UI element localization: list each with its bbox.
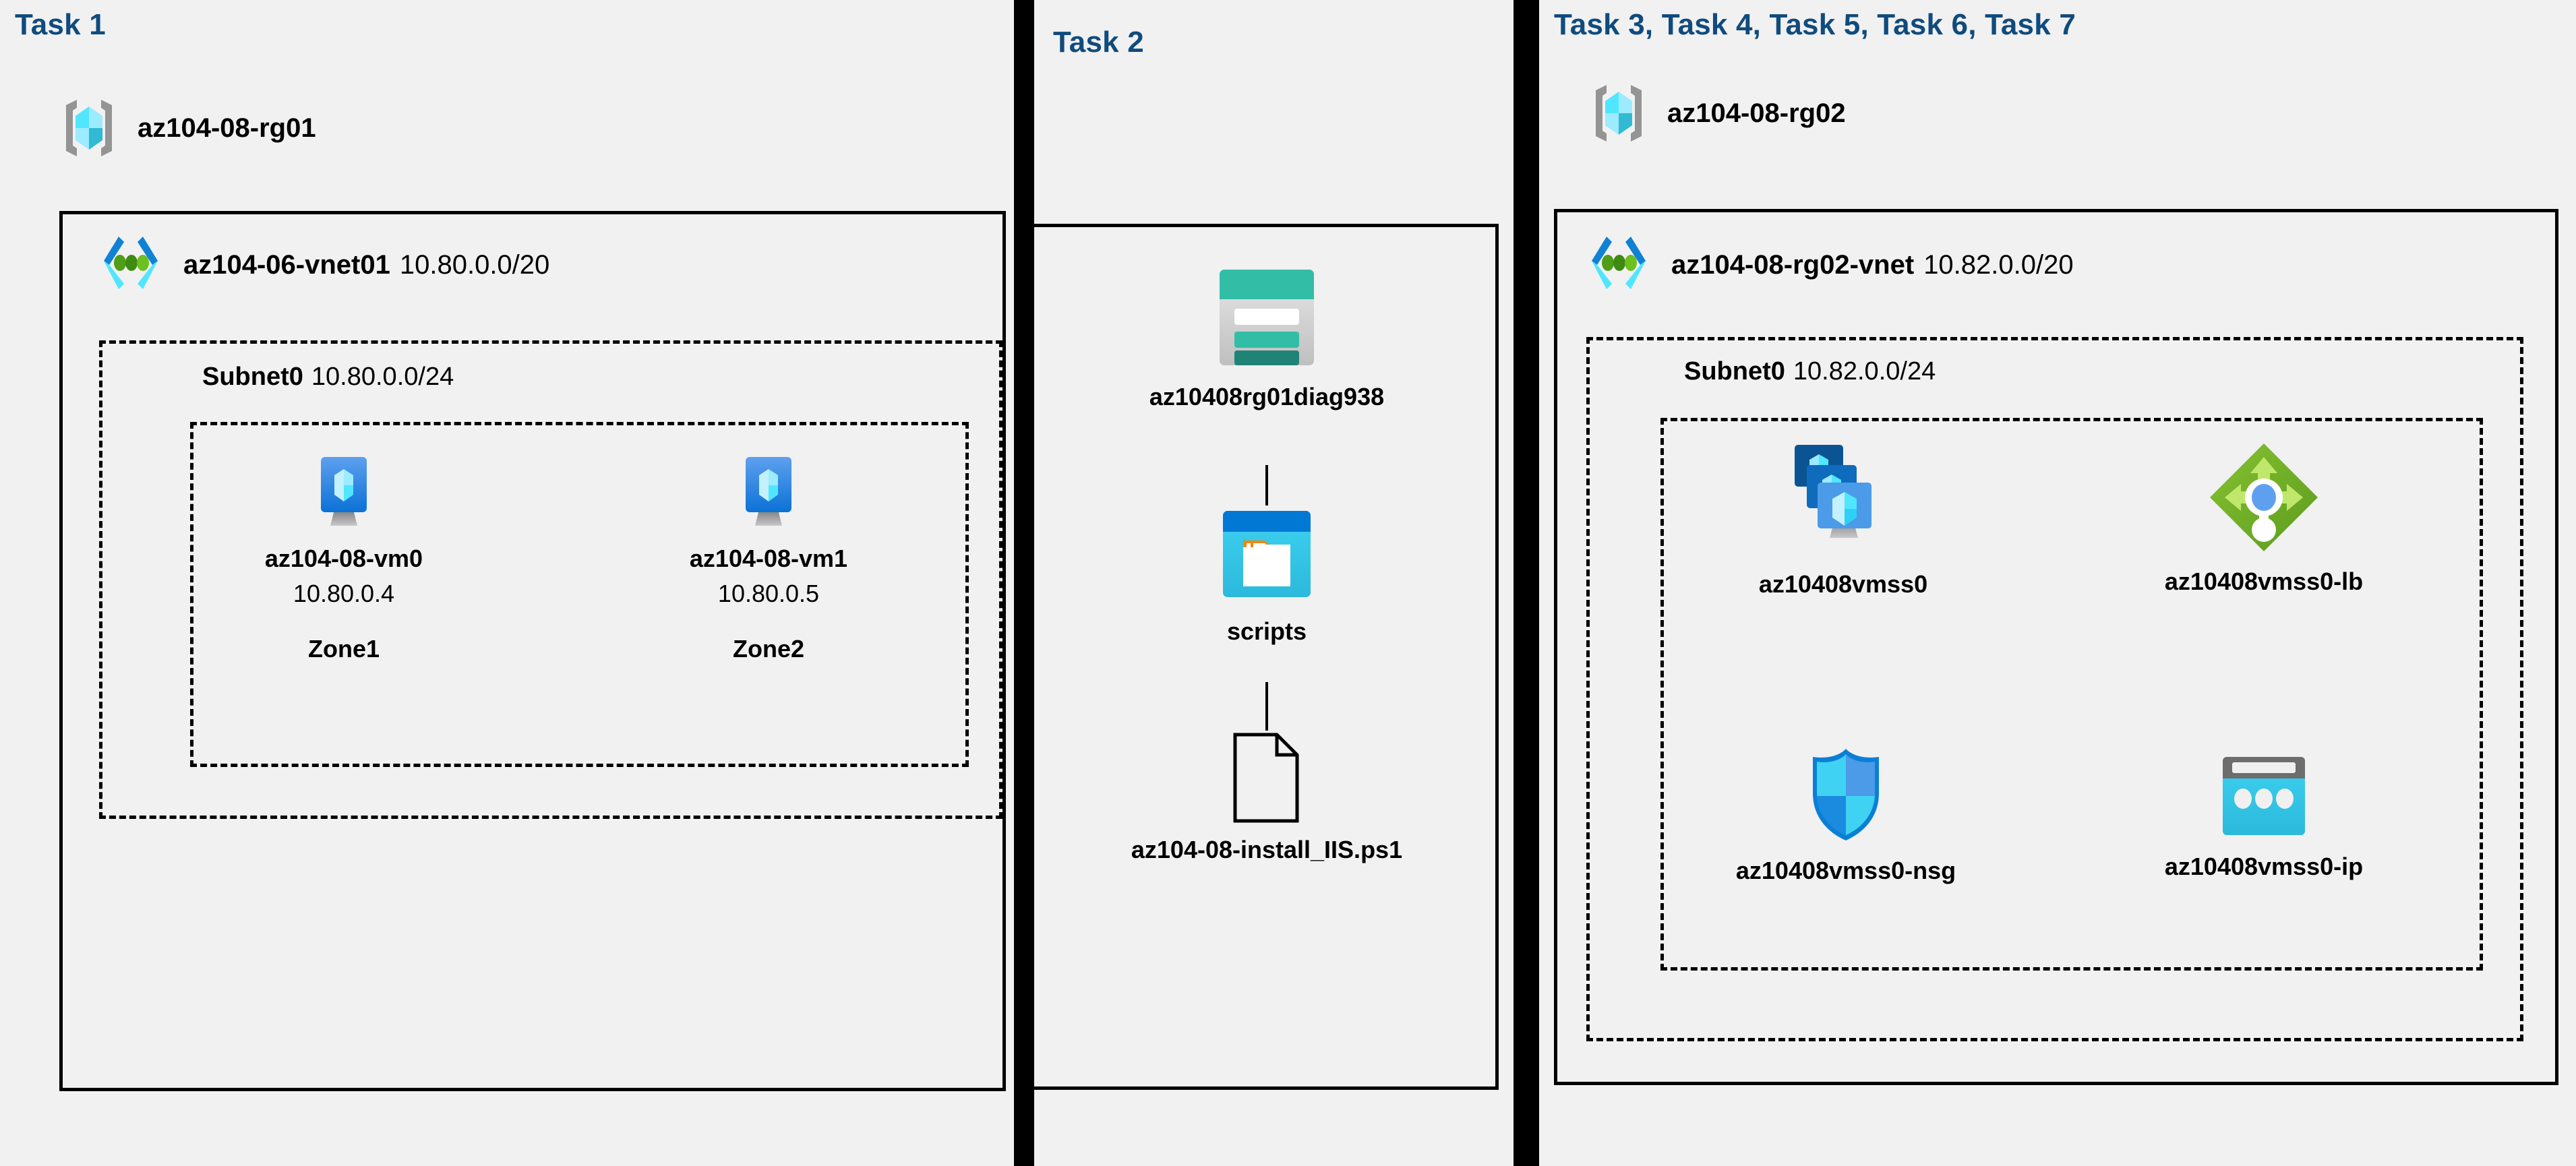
- vnet-header-task1: az104-06-vnet01 10.80.0.0/20: [94, 233, 549, 297]
- load-balancer-icon: [2205, 438, 2323, 557]
- subnet-label-task3: Subnet0 10.82.0.0/24: [1684, 357, 1936, 386]
- blob-container-icon: [1216, 505, 1317, 607]
- panel-divider-1: [1014, 0, 1034, 1166]
- vm-name-1: az104-08-vm1: [689, 545, 848, 572]
- vnet-box-task3: [1554, 209, 2558, 1085]
- vnet-header-task3: az104-08-rg02-vnet 10.82.0.0/20: [1582, 233, 2074, 297]
- nsg-name: az10408vmss0-nsg: [1735, 857, 1956, 884]
- connector-container-to-file: [1265, 682, 1268, 731]
- virtual-machine-icon: [729, 453, 808, 534]
- blob-container-name: scripts: [1226, 617, 1307, 645]
- vnet-box-task1: [59, 211, 1006, 1091]
- vm-name-0: az104-08-vm0: [264, 545, 423, 572]
- file-icon: [1230, 731, 1304, 825]
- resource-group-name-rg01: az104-08-rg01: [138, 113, 316, 143]
- vm-scale-set-icon: [1783, 438, 1904, 559]
- resource-group-icon: [1585, 80, 1652, 147]
- vnet-name-task3: az104-08-rg02-vnet: [1671, 249, 1915, 280]
- subnet-cidr-task3: 10.82.0.0/24: [1793, 357, 1936, 386]
- virtual-network-icon: [94, 233, 167, 297]
- resource-group-name-rg02: az104-08-rg02: [1667, 98, 1846, 128]
- script-file-name: az104-08-install_IIS.ps1: [1131, 836, 1403, 863]
- subnet-label-task1: Subnet0 10.80.0.0/24: [202, 363, 454, 392]
- public-ip-name: az10408vmss0-ip: [2164, 853, 2364, 880]
- vm-zone-0: Zone1: [307, 635, 380, 663]
- resource-group-inner-box-task3: [1660, 418, 2483, 971]
- public-ip-node[interactable]: az10408vmss0-ip: [2119, 751, 2409, 881]
- virtual-machine-icon: [305, 453, 383, 534]
- vm-node-1[interactable]: az104-08-vm1 10.80.0.5 Zone2: [688, 453, 849, 663]
- connector-storage-to-container: [1265, 465, 1268, 505]
- panel-task1: Task 1 az104-08-rg01: [0, 0, 1014, 1166]
- resource-group-header-rg01: az104-08-rg01: [55, 94, 316, 162]
- blob-container-node[interactable]: scripts: [1172, 505, 1361, 646]
- task1-title: Task 1: [15, 8, 106, 41]
- network-security-group-icon: [1802, 745, 1890, 846]
- load-balancer-node[interactable]: az10408vmss0-lb: [2112, 438, 2416, 596]
- resource-group-icon: [55, 94, 123, 162]
- task2-content-box: [1034, 224, 1499, 1090]
- subnet-name-task1: Subnet0: [202, 363, 303, 391]
- vm-node-0[interactable]: az104-08-vm0 10.80.0.4 Zone1: [263, 453, 425, 663]
- subnet-box-task1: [99, 340, 1002, 819]
- subnet-cidr-task1: 10.80.0.0/24: [311, 363, 454, 391]
- vm-ip-1: 10.80.0.5: [717, 580, 820, 607]
- storage-account-icon: [1205, 264, 1329, 372]
- panel-task2: Task 2 az10408rg01diag938: [1034, 0, 1514, 1166]
- vnet-cidr-task1: 10.80.0.0/20: [399, 249, 550, 280]
- vmss-node[interactable]: az10408vmss0: [1705, 438, 1981, 599]
- vnet-name-task1: az104-06-vnet01: [183, 249, 390, 280]
- storage-account-name: az10408rg01diag938: [1149, 383, 1385, 410]
- panel-divider-2: [1514, 0, 1539, 1166]
- vm-ip-0: 10.80.0.4: [293, 580, 395, 607]
- subnet-box-task3: [1586, 337, 2523, 1041]
- resource-group-header-rg02: az104-08-rg02: [1585, 80, 1846, 147]
- script-file-node[interactable]: az104-08-install_IIS.ps1: [1071, 731, 1462, 864]
- vm-zone-1: Zone2: [732, 635, 804, 663]
- vmss-name: az10408vmss0: [1758, 570, 1928, 598]
- task2-title: Task 2: [1053, 26, 1144, 59]
- task3-title: Task 3, Task 4, Task 5, Task 6, Task 7: [1554, 8, 2076, 41]
- vnet-cidr-task3: 10.82.0.0/20: [1923, 249, 2074, 280]
- panel-task3: Task 3, Task 4, Task 5, Task 6, Task 7 a…: [1539, 0, 2576, 1166]
- vm-group-box-task1: [190, 422, 969, 767]
- nsg-node[interactable]: az10408vmss0-nsg: [1701, 745, 1991, 885]
- virtual-network-icon: [1582, 233, 1655, 297]
- public-ip-address-icon: [2213, 751, 2314, 842]
- load-balancer-name: az10408vmss0-lb: [2164, 567, 2364, 595]
- storage-account-node[interactable]: az10408rg01diag938: [1142, 264, 1391, 411]
- subnet-name-task3: Subnet0: [1684, 357, 1785, 386]
